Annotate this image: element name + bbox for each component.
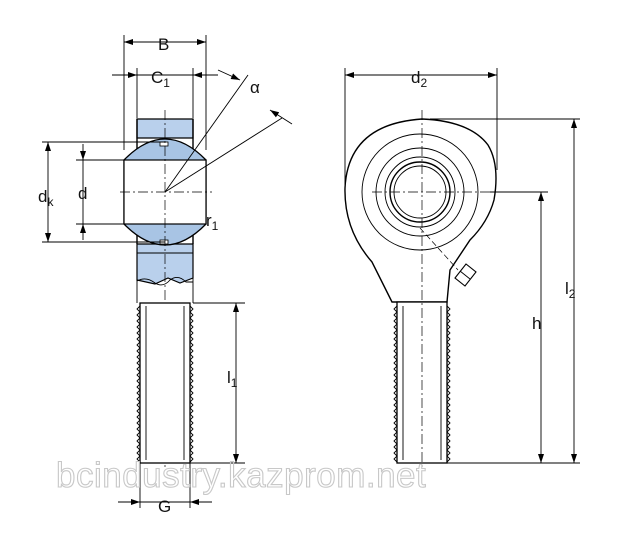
threaded-shank <box>136 302 194 464</box>
label-C1: C1 <box>151 68 170 90</box>
label-dk: dk <box>38 187 54 209</box>
watermark-text: bcindustry.kazprom.net <box>56 456 426 495</box>
label-G: G <box>158 497 171 516</box>
grease-nipple <box>454 263 477 287</box>
label-B: B <box>158 35 169 54</box>
label-l2: l2 <box>565 279 576 301</box>
front-view: d2 h l2 <box>344 68 580 470</box>
label-d2: d2 <box>411 68 427 90</box>
label-r1: r1 <box>206 211 219 233</box>
label-alpha: α <box>250 78 260 97</box>
housing-outline <box>344 118 497 303</box>
label-l1: l1 <box>227 368 238 390</box>
side-view: B C1 α dk d r1 l1 G <box>38 35 293 516</box>
break-line <box>136 277 193 286</box>
label-d: d <box>78 184 87 203</box>
label-h: h <box>532 314 541 333</box>
